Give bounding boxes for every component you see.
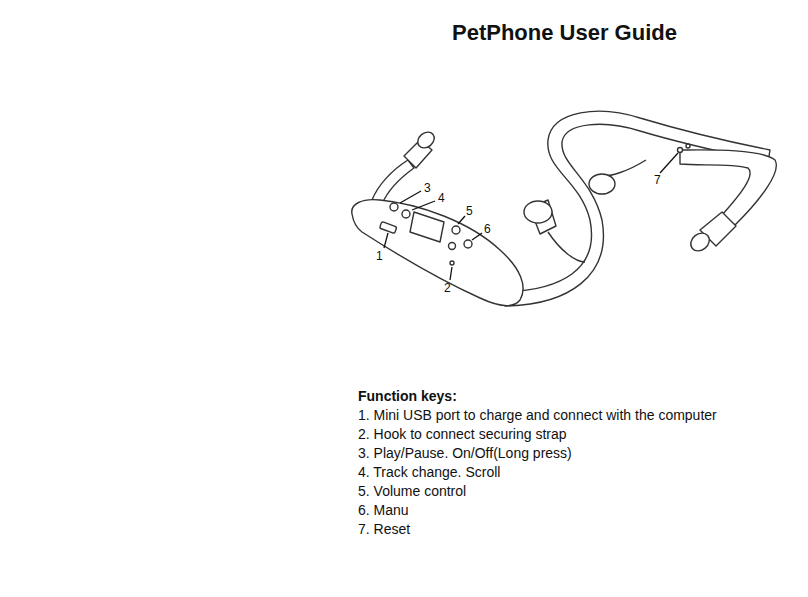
page-title: PetPhone User Guide bbox=[452, 20, 677, 46]
volume-button bbox=[449, 243, 456, 250]
reset-button bbox=[686, 144, 690, 148]
leader-line bbox=[400, 191, 421, 203]
right-housing bbox=[680, 150, 776, 225]
callout-number: 2 bbox=[444, 281, 451, 295]
callout-number: 3 bbox=[424, 181, 431, 195]
usb-port bbox=[379, 222, 396, 234]
list-item: 1. Mini USB port to charge and connect w… bbox=[358, 407, 717, 424]
leader-line bbox=[458, 216, 465, 224]
play-button bbox=[390, 203, 398, 211]
track-button bbox=[402, 210, 410, 218]
ear-tip bbox=[687, 229, 713, 254]
leader-line bbox=[450, 267, 452, 280]
leader-line bbox=[472, 233, 482, 240]
screen bbox=[410, 212, 444, 242]
list-item: 7. Reset bbox=[358, 521, 410, 538]
callout-number: 4 bbox=[438, 191, 445, 205]
leader-line bbox=[660, 153, 678, 173]
control-housing bbox=[352, 200, 523, 306]
list-item: 5. Volume control bbox=[358, 483, 466, 500]
list-heading: Function keys: bbox=[358, 388, 457, 405]
callout-number: 1 bbox=[376, 249, 383, 263]
leader-line bbox=[412, 201, 435, 210]
leader-line bbox=[384, 233, 388, 248]
callout-number: 5 bbox=[466, 204, 473, 218]
list-item: 3. Play/Pause. On/Off(Long press) bbox=[358, 445, 572, 462]
ear-tip bbox=[415, 129, 438, 151]
menu-button bbox=[464, 240, 472, 248]
callout-number: 6 bbox=[484, 222, 491, 236]
strap-hook bbox=[450, 261, 454, 265]
volume-button bbox=[452, 226, 460, 234]
list-item: 4. Track change. Scroll bbox=[358, 464, 500, 481]
list-item: 2. Hook to connect securing strap bbox=[358, 426, 567, 443]
earbud-wire bbox=[548, 232, 585, 262]
reset-button bbox=[678, 148, 683, 153]
list-item: 6. Manu bbox=[358, 502, 409, 519]
ear-tip bbox=[524, 201, 552, 223]
callout-number: 7 bbox=[654, 173, 661, 187]
earphone-stalk bbox=[372, 160, 414, 204]
ear-tip bbox=[589, 174, 615, 194]
